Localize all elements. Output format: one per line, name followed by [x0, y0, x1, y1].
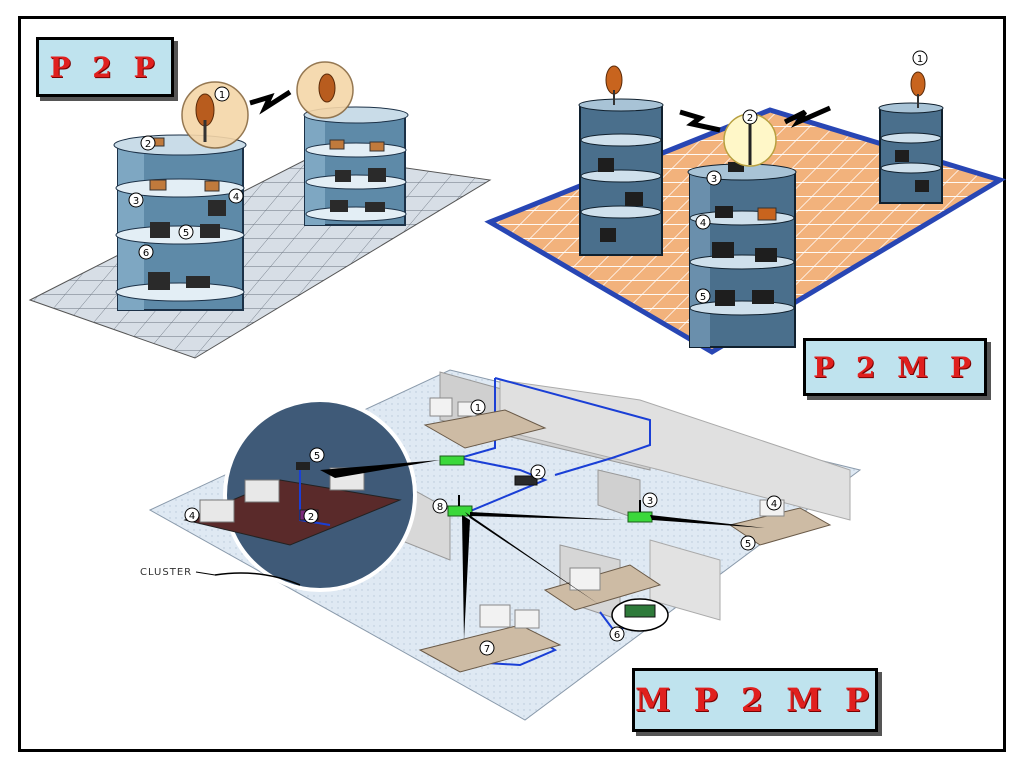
marker-label: 5 — [700, 292, 706, 303]
wireless-link-icon — [320, 460, 440, 478]
marker-label: 2 — [308, 512, 314, 523]
p2mp-building-left — [578, 98, 664, 256]
access-point-icon — [627, 511, 653, 523]
marker-label: 3 — [133, 196, 139, 207]
wireless-link-icon — [465, 512, 600, 605]
p2p-floor — [28, 154, 492, 359]
cluster-zoom-circle — [183, 398, 417, 592]
workstation-desk — [423, 397, 547, 449]
p2p-label: P 2 P — [36, 37, 174, 97]
marker-label: 1 — [475, 403, 481, 414]
p2mp-markers: 1 2 3 4 5 — [695, 50, 928, 304]
cluster-label: CLUSTER — [140, 567, 192, 578]
wireless-link-icon — [462, 515, 470, 640]
marker-label: 2 — [747, 113, 753, 124]
p2mp-section — [484, 65, 1007, 355]
wireless-link-icon — [679, 109, 721, 133]
marker-label: 3 — [711, 174, 717, 185]
dish-antenna-icon — [910, 71, 926, 97]
marker-label: 7 — [484, 644, 490, 655]
p2mp-building-center — [687, 162, 797, 348]
marker-label: 4 — [189, 511, 195, 522]
marker-label: 5 — [745, 539, 751, 550]
p2p-markers: 1 2 3 4 5 6 — [128, 86, 244, 260]
marker-label: 4 — [771, 499, 777, 510]
wireless-link-icon — [783, 105, 832, 128]
marker-label: 1 — [219, 90, 225, 101]
marker-label: 6 — [614, 630, 620, 641]
p2p-section — [28, 61, 492, 359]
p2p-building-right — [303, 106, 409, 226]
access-point-icon — [439, 455, 465, 466]
workstation-desk — [543, 564, 662, 611]
dish-antenna-icon — [318, 73, 336, 103]
marker-label: 5 — [183, 228, 189, 239]
cluster-pointer-line — [214, 572, 301, 586]
mp2mp-markers: 1 2 3 4 5 6 7 8 5 4 2 — [184, 399, 782, 656]
p2p-building-left — [113, 134, 247, 311]
mp2mp-section: CLUSTER — [140, 369, 862, 721]
network-cable — [494, 377, 651, 476]
p2mp-label: P 2 M P — [803, 338, 987, 396]
marker-label: 8 — [437, 502, 443, 513]
marker-label: 1 — [917, 54, 923, 65]
p2mp-building-right — [878, 102, 944, 204]
marker-label: 5 — [314, 451, 320, 462]
marker-label: 4 — [700, 218, 706, 229]
marker-label: 2 — [535, 468, 541, 479]
wireless-link-icon — [249, 89, 292, 115]
wireless-link-icon — [470, 512, 625, 520]
marker-label: 2 — [145, 139, 151, 150]
dish-antenna-icon — [605, 65, 623, 95]
wireless-link-icon — [650, 515, 765, 528]
marker-label: 4 — [233, 192, 239, 203]
mp2mp-label: M P 2 M P — [632, 668, 878, 732]
access-point-icon — [514, 475, 538, 486]
marker-label: 6 — [143, 248, 149, 259]
marker-label: 3 — [647, 496, 653, 507]
